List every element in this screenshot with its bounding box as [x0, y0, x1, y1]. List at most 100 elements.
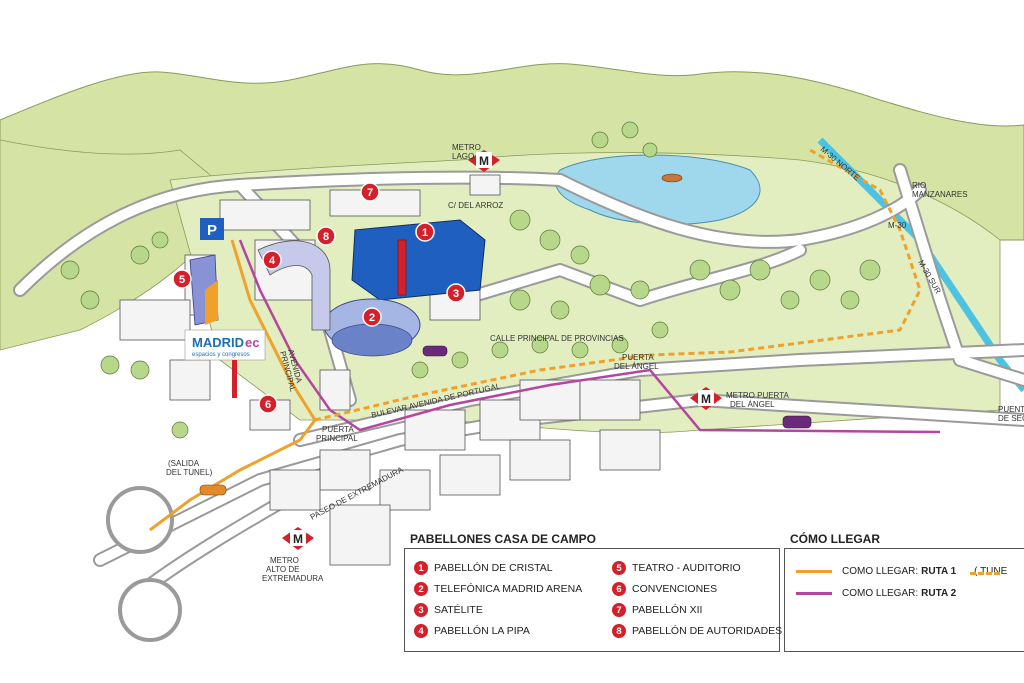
svg-text:M: M: [701, 392, 711, 406]
legend-badge: 5: [612, 561, 626, 575]
boat: [661, 173, 683, 183]
label-metro-lago-1: METRO: [452, 143, 481, 152]
car-purple-left: [422, 345, 448, 357]
marker-7[interactable]: 7: [360, 182, 380, 202]
label-metro-lago-2: LAGO: [452, 152, 474, 161]
legend-badge: 1: [414, 561, 428, 575]
legend-label: PABELLÓN XII: [632, 604, 703, 616]
river: [817, 137, 1024, 393]
legend-badge: 3: [414, 603, 428, 617]
label-m30: M-30: [888, 221, 907, 230]
label-puerta-principal-2: PRINCIPAL: [316, 434, 358, 443]
legend-label: PABELLÓN LA PIPA: [434, 625, 530, 637]
legend-item-6[interactable]: 6 CONVENCIONES: [612, 582, 717, 596]
label-metro-alto-3: EXTREMADURA: [262, 574, 324, 583]
svg-text:8: 8: [323, 231, 329, 243]
svg-text:M: M: [479, 154, 489, 168]
metro-alto-extremadura-sign: M: [282, 527, 314, 550]
route-2-name: RUTA 2: [921, 588, 957, 599]
route-1-tunnel-label: ( TUNE: [974, 566, 1008, 577]
route-1-line: [149, 239, 317, 532]
legend-item-7[interactable]: 7 PABELLÓN XII: [612, 603, 702, 617]
legend-item-3[interactable]: 3 SATÉLITE: [414, 603, 483, 617]
label-puerta-angel-1: PUERTA: [622, 353, 654, 362]
legend-label: PABELLÓN DE CRISTAL: [434, 562, 553, 574]
label-metro-angel-1: METRO PUERTA: [726, 391, 789, 400]
marker-4[interactable]: 4: [262, 250, 282, 270]
marker-3[interactable]: 3: [446, 283, 466, 303]
label-calle-provincias: CALLE PRINCIPAL DE PROVINCIAS: [490, 334, 624, 343]
arena-base: [331, 323, 413, 357]
svg-text:5: 5: [179, 274, 185, 286]
label-metro-alto-2: ALTO DE: [266, 565, 300, 574]
logo-pole: [232, 360, 237, 398]
legend-como-llegar: [784, 548, 1024, 652]
car-orange: [199, 484, 227, 496]
parking-sign: [200, 218, 224, 240]
metro-puerta-angel-sign: M: [690, 387, 722, 410]
svg-text:3: 3: [453, 288, 459, 300]
teatro-accent: [205, 280, 218, 325]
svg-text:4: 4: [269, 255, 276, 267]
legend-item-2[interactable]: 2 TELEFÓNICA MADRID ARENA: [414, 582, 582, 596]
svg-text:6: 6: [265, 399, 271, 411]
label-salida-2: DEL TUNEL): [166, 468, 213, 477]
marker-5[interactable]: 5: [172, 269, 192, 289]
legend-badge: 8: [612, 624, 626, 638]
label-puerta-angel-2: DEL ÁNGEL: [614, 362, 659, 371]
svg-text:1: 1: [422, 227, 428, 239]
label-salida-1: (SALIDA: [168, 459, 200, 468]
route-1-prefix: COMO LLEGAR:: [842, 566, 919, 577]
route-2-line: [238, 239, 941, 434]
madrid-ec-logo-panel: [184, 329, 266, 361]
legend-label: PABELLÓN DE AUTORIDADES: [632, 625, 783, 637]
route-2-prefix: COMO LLEGAR:: [842, 588, 919, 599]
route-1-legend: COMO LLEGAR: RUTA 1 ( TUNE: [796, 566, 1007, 577]
svg-text:M: M: [293, 532, 303, 546]
svg-text:7: 7: [367, 187, 373, 199]
legend-item-8[interactable]: 8 PABELLÓN DE AUTORIDADES: [612, 624, 782, 638]
legend-badge: 7: [612, 603, 626, 617]
legend-badge: 6: [612, 582, 626, 596]
label-puente-1: PUENTE: [998, 405, 1024, 414]
logo-ec: ec: [245, 335, 259, 350]
roundabout: [106, 486, 174, 554]
route-1-tunnel-line: [314, 148, 922, 422]
pabellon-cristal-building: [351, 219, 486, 301]
cristal-tower: [397, 239, 407, 296]
route-1-name: RUTA 1: [921, 566, 957, 577]
label-puerta-principal-1: PUERTA: [322, 425, 354, 434]
svg-text:2: 2: [369, 312, 375, 324]
marker-2[interactable]: 2: [362, 307, 382, 327]
marker-1[interactable]: 1: [415, 222, 435, 242]
roundabout-lower: [118, 578, 182, 642]
route-1-swatch: [796, 570, 832, 573]
label-metro-angel-2: DEL ÁNGEL: [730, 400, 775, 409]
route-2-swatch: [796, 592, 832, 595]
trees: [60, 121, 881, 439]
legend-label: SATÉLITE: [434, 604, 483, 616]
label-rio-1: RIO: [912, 181, 926, 190]
metro-lago-sign: M: [468, 150, 500, 172]
label-metro-alto-1: METRO: [270, 556, 299, 565]
car-purple-right: [782, 415, 812, 429]
parking-letter: P: [207, 222, 217, 239]
route-1-tunnel-swatch: [970, 572, 1000, 575]
marker-8[interactable]: 8: [316, 226, 336, 246]
legend-label: TELEFÓNICA MADRID ARENA: [434, 583, 583, 595]
label-rio-2: MANZANARES: [912, 190, 968, 199]
legend-pabellones-title: PABELLONES CASA DE CAMPO: [410, 532, 597, 546]
legend-badge: 2: [414, 582, 428, 596]
legend-item-4[interactable]: 4 PABELLÓN LA PIPA: [414, 624, 530, 638]
legend-badge: 4: [414, 624, 428, 638]
legend-como-llegar-title: CÓMO LLEGAR: [790, 532, 880, 546]
label-calle-arroz: C/ DEL ARROZ: [448, 201, 503, 210]
marker-6[interactable]: 6: [258, 394, 278, 414]
legend-label: CONVENCIONES: [632, 583, 718, 595]
label-puente-2: DE SEG: [998, 414, 1024, 423]
logo-madrid: MADRID: [192, 335, 244, 350]
legend-pabellones: [404, 548, 780, 652]
legend-item-1[interactable]: 1 PABELLÓN DE CRISTAL: [414, 561, 553, 575]
